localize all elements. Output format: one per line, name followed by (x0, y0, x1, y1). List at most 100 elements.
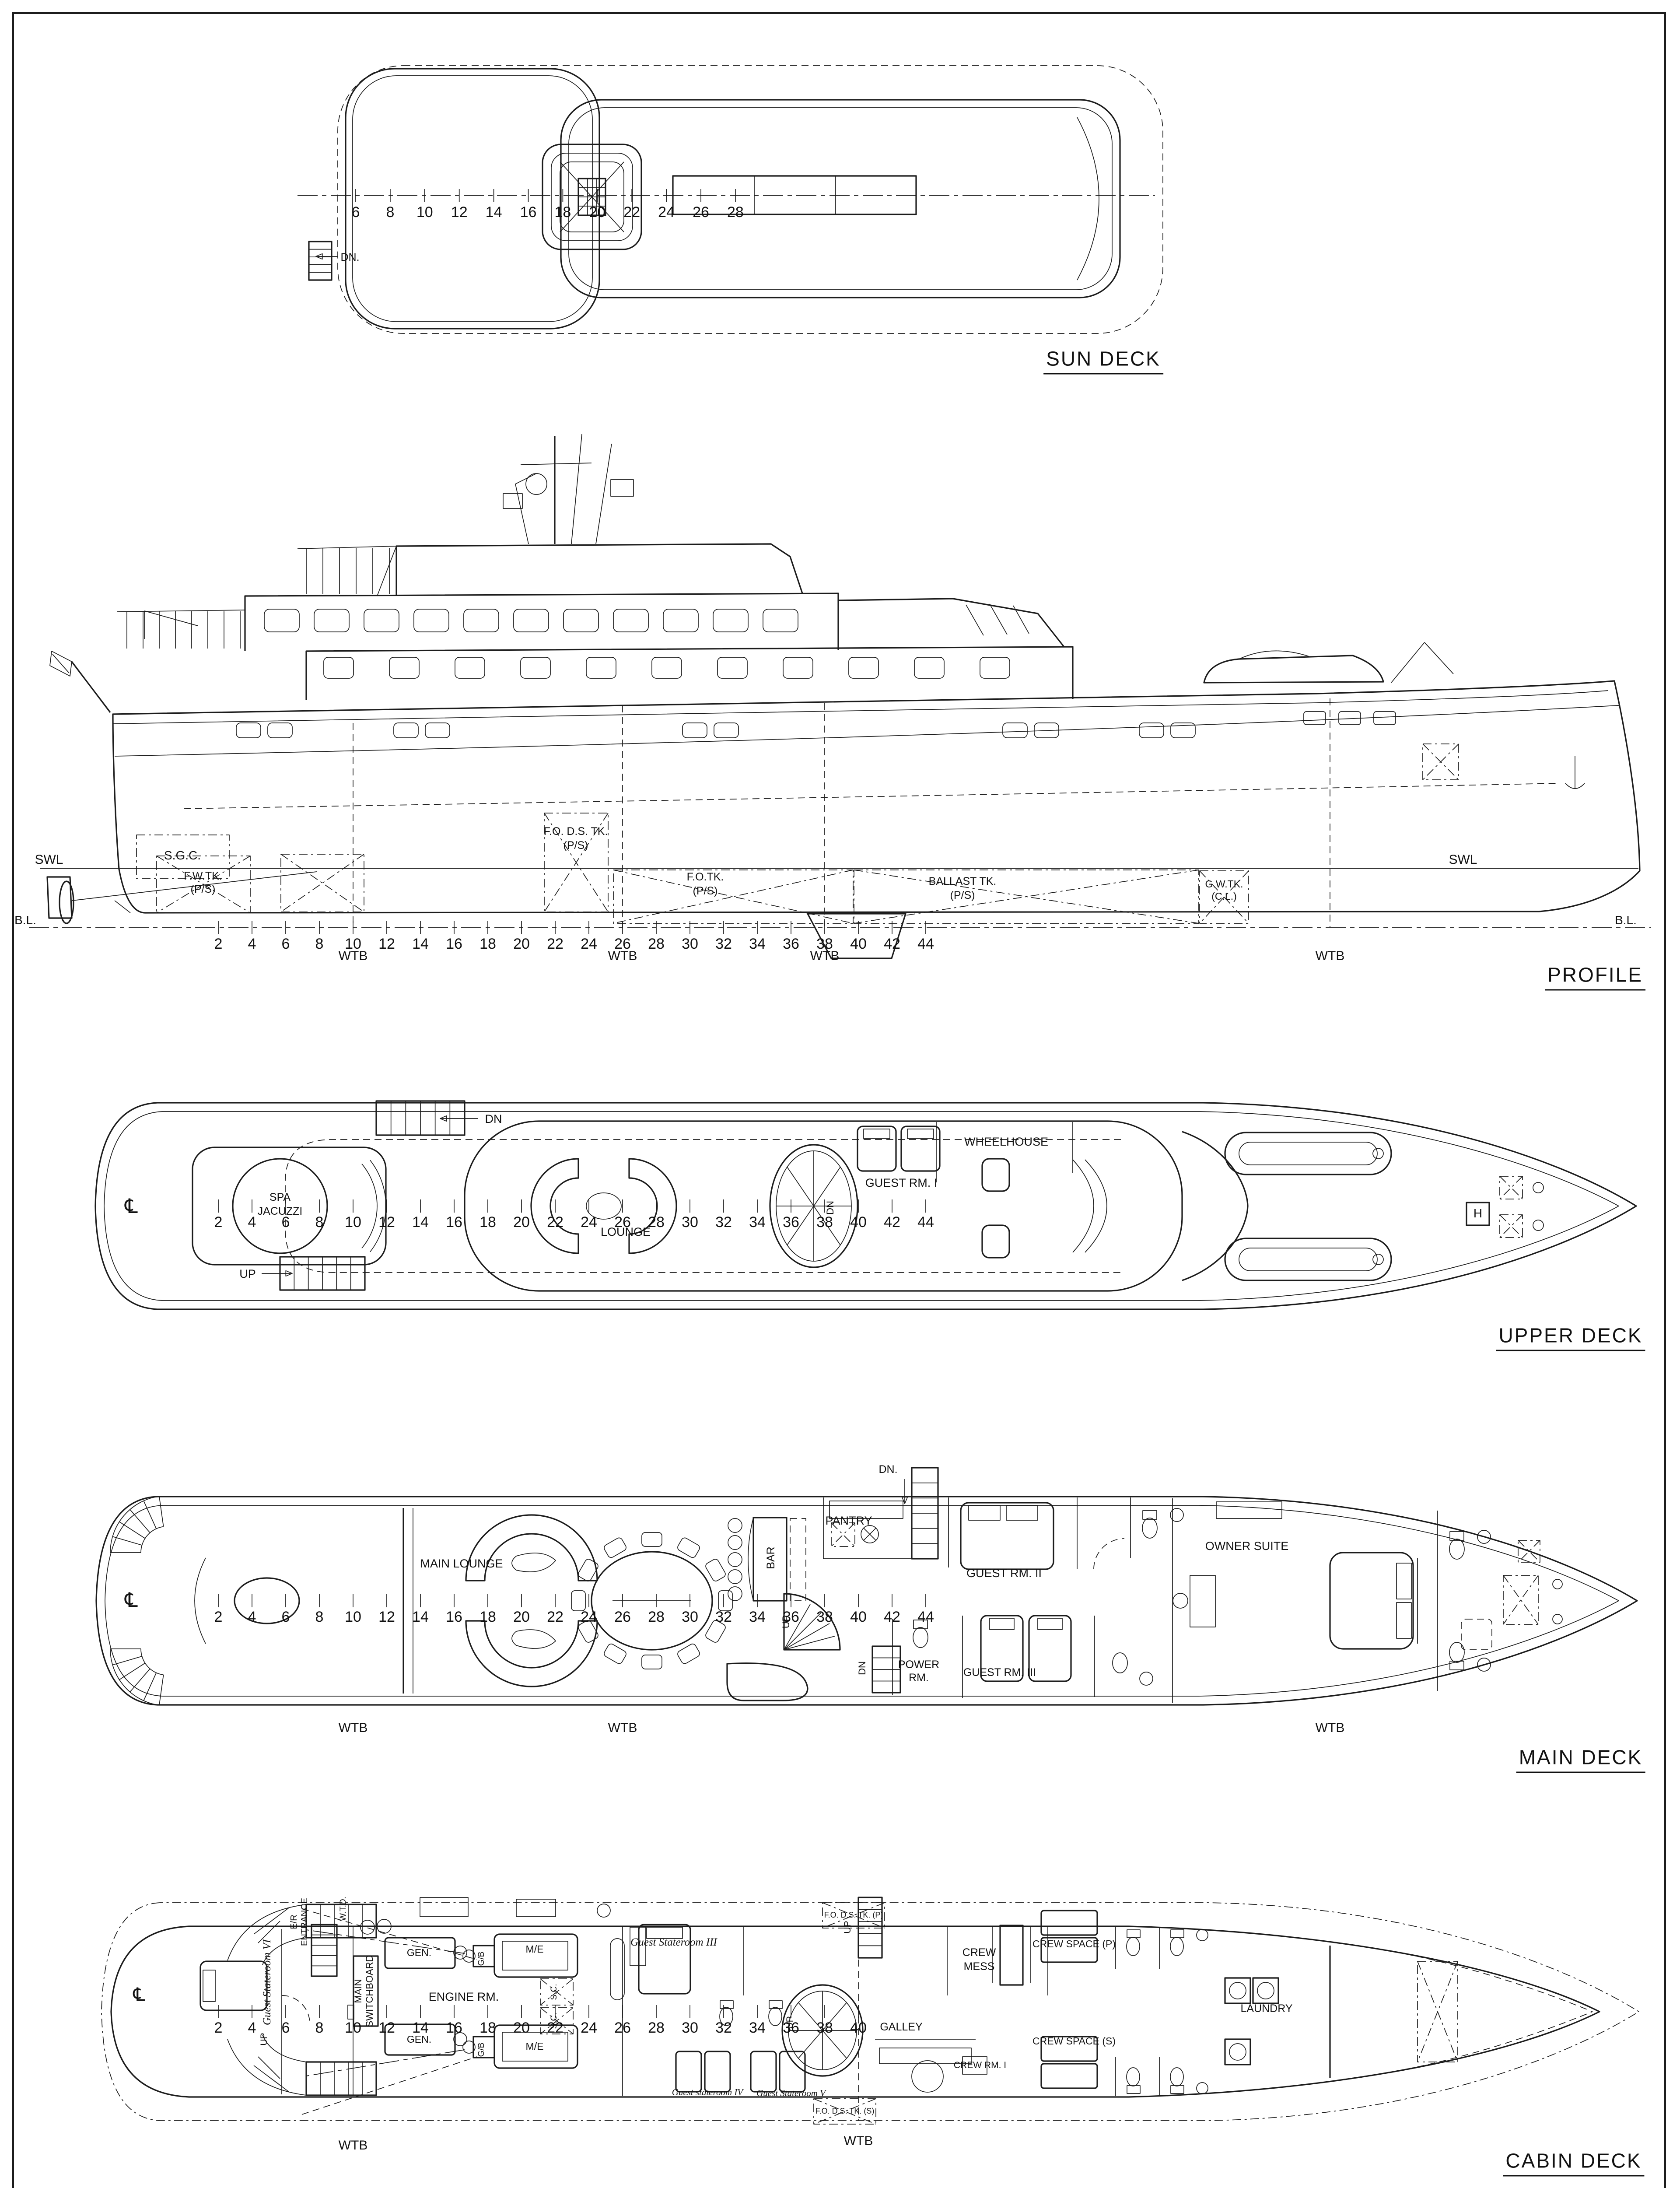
annotation-label: UP (785, 2016, 795, 2029)
annotation-label: ℄ (124, 1588, 138, 1611)
frame-number: 2 (214, 936, 223, 952)
frame-number: 6 (282, 936, 290, 952)
frame-number: 30 (682, 1609, 698, 1625)
annotation-label: UP (239, 1267, 256, 1280)
frame-number: 32 (715, 1214, 732, 1231)
annotation-label: RM. (909, 1672, 929, 1684)
annotation-label: JACUZZI (258, 1205, 303, 1217)
annotation-label: H (1474, 1206, 1482, 1220)
frame-number: 24 (658, 204, 675, 221)
frame-number: 16 (446, 2020, 462, 2036)
upper-deck-title: UPPER DECK (1496, 1324, 1645, 1351)
frame-number: 28 (648, 936, 665, 952)
frame-number: 16 (520, 204, 537, 221)
frame-number: 20 (513, 1609, 530, 1625)
frame-number: 26 (614, 1214, 631, 1231)
frame-number: 38 (816, 936, 833, 952)
annotation-label: WTB (844, 2134, 873, 2148)
frame-number: 16 (446, 1609, 462, 1625)
frame-number: 40 (850, 1609, 867, 1625)
frame-number: 14 (412, 936, 429, 952)
annotation-label: WTB (339, 2138, 368, 2153)
annotation-label: DN (825, 1201, 836, 1215)
frame-number: 6 (282, 1214, 290, 1231)
frame-number: 12 (378, 1214, 395, 1231)
frame-number: 32 (715, 936, 732, 952)
frame-number: 40 (850, 936, 867, 952)
frame-number: 18 (480, 2020, 496, 2036)
annotation-label: WTB (608, 1721, 637, 1735)
frame-number: 18 (480, 936, 496, 952)
frame-number: 44 (917, 1214, 934, 1231)
frame-number: 2 (214, 2020, 223, 2036)
annotation-label: WTB (810, 949, 840, 963)
annotation-label: F.O. D.S. TK. (S) (816, 2107, 875, 2115)
frame-number: 32 (715, 1609, 732, 1625)
frame-number: 42 (884, 936, 900, 952)
frame-number: 38 (816, 1609, 833, 1625)
frame-number: 36 (783, 2020, 799, 2036)
frame-number: 20 (513, 936, 530, 952)
frame-number: 26 (614, 936, 631, 952)
frame-number: 26 (614, 2020, 631, 2036)
frame-number: 44 (917, 1609, 934, 1625)
frame-number: 22 (623, 204, 640, 221)
frame-number: 36 (783, 1214, 799, 1231)
annotation-label: Guest Stateroom VI (261, 1939, 273, 2025)
frame-number: 10 (345, 1609, 361, 1625)
frame-number: 40 (850, 2020, 867, 2036)
frame-number: 14 (412, 2020, 429, 2036)
annotation-label: MAIN LOUNGE (420, 1557, 503, 1570)
annotation-label: Guest stateroom IV (672, 2087, 744, 2097)
frame-number: 4 (248, 2020, 256, 2036)
frame-number: 26 (614, 1609, 631, 1625)
annotation-label: POWER (898, 1659, 939, 1671)
frame-number: 8 (315, 1214, 324, 1231)
annotation-label: UP (259, 2033, 269, 2045)
annotation-label: (P/S) (950, 889, 975, 901)
annotation-label: GUEST RM. I (865, 1176, 938, 1189)
annotation-label: ℄ (124, 1195, 138, 1217)
frame-number: 14 (412, 1609, 429, 1625)
annotation-label: ENGINE RM. (429, 1990, 499, 2003)
frame-number: 2 (214, 1609, 223, 1625)
annotation-label: DN (857, 1661, 868, 1675)
annotation-label: S.G.C. (164, 849, 201, 862)
annotation-label: M/E (526, 1943, 544, 1955)
annotation-label: WTB (339, 949, 368, 963)
frame-number: 12 (378, 2020, 395, 2036)
frame-number: 28 (727, 204, 744, 221)
frame-number: 38 (816, 1214, 833, 1231)
annotation-label: GEN. (407, 2034, 431, 2045)
frame-number: 18 (480, 1609, 496, 1625)
frame-number: 24 (581, 1214, 597, 1231)
frame-number: 8 (315, 2020, 324, 2036)
frame-number: 24 (581, 1609, 597, 1625)
frame-number: 22 (547, 1214, 564, 1231)
annotation-label: S.C. (550, 1984, 559, 2000)
annotation-label: F.O.TK. (687, 871, 724, 883)
frame-number: 20 (589, 204, 606, 221)
annotation-label: WTB (608, 949, 637, 963)
profile-title: PROFILE (1545, 963, 1645, 991)
frame-number: 14 (412, 1214, 429, 1231)
frame-number: 4 (248, 1609, 256, 1625)
annotation-label: CREW (962, 1946, 996, 1959)
annotation-label: OWNER SUITE (1205, 1539, 1289, 1553)
cabin-deck-title: CABIN DECK (1503, 2149, 1645, 2177)
frame-number: 12 (378, 1609, 395, 1625)
annotation-label: SPA (270, 1191, 290, 1203)
frame-number: 30 (682, 1214, 698, 1231)
annotation-label: GEN. (407, 1947, 431, 1958)
frame-number: 8 (315, 936, 324, 952)
frame-number: 8 (315, 1609, 324, 1625)
annotation-label: (P/S) (693, 885, 718, 897)
frame-number: 6 (352, 204, 360, 221)
